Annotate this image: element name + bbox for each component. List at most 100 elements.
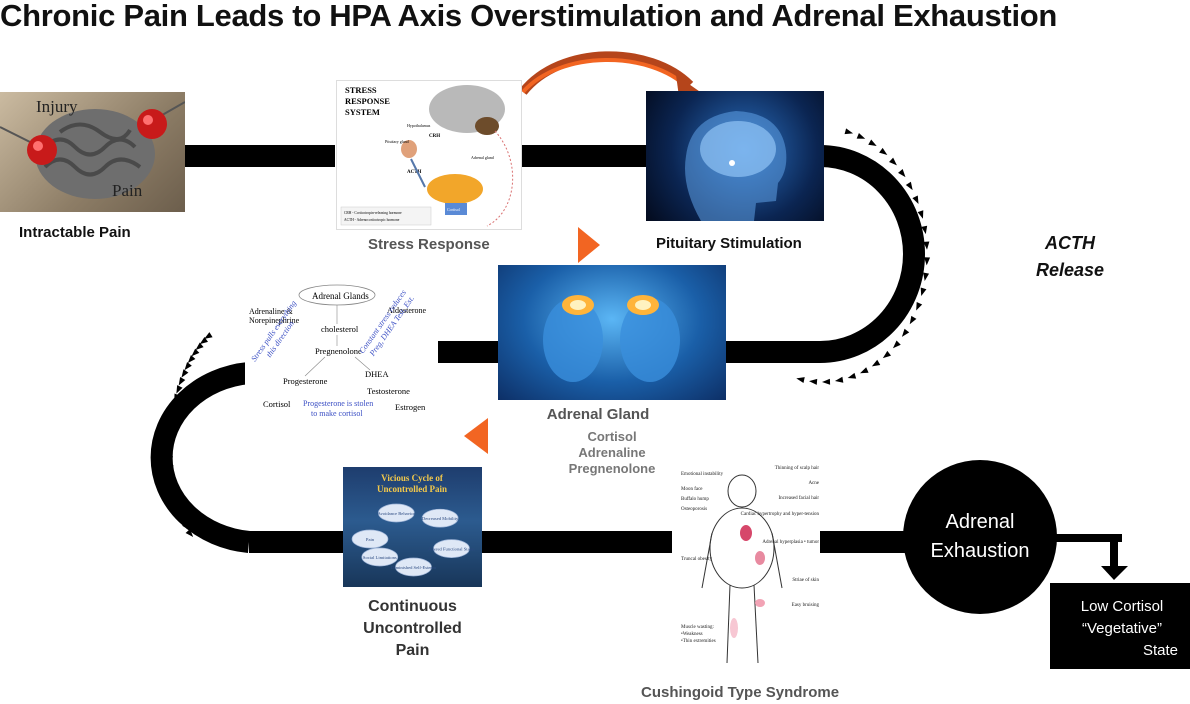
triangle-marker-icon <box>184 362 192 371</box>
svg-text:Aldosterone: Aldosterone <box>387 306 427 315</box>
svg-text:SYSTEM: SYSTEM <box>345 107 380 117</box>
triangle-marker-icon <box>170 410 177 420</box>
svg-text:CRH - Corticotropin-releasing: CRH - Corticotropin-releasing hormone <box>344 211 402 215</box>
triangle-marker-icon <box>169 482 176 492</box>
triangle-marker-icon-group-right <box>796 128 931 385</box>
triangle-marker-icon <box>912 195 919 205</box>
triangle-marker-icon <box>889 157 897 166</box>
cycle-node <box>377 503 415 523</box>
triangle-marker-icon <box>191 348 200 357</box>
adrenal-pathway-diagram: Adrenal Glands Adrenaline & Norepinephri… <box>245 282 437 422</box>
low-cortisol-label: Low Cortisol “Vegetative” State <box>1080 598 1178 659</box>
brain-glow-icon <box>700 121 776 177</box>
svg-text:Adrenaline &: Adrenaline & <box>249 307 294 316</box>
connector-arrowhead-icon <box>1101 566 1128 580</box>
triangle-marker-icon <box>892 340 901 349</box>
cycle-node <box>351 529 389 549</box>
cycle-node-label: Decreased Mobility <box>422 516 459 521</box>
adrenal-exhaustion-label: Adrenal Exhaustion <box>930 511 1030 562</box>
cycle-node-label: Diminished Self-Esteem <box>391 565 436 570</box>
svg-text:Norepinephrine: Norepinephrine <box>249 316 300 325</box>
triangle-marker-icon <box>178 514 186 524</box>
svg-text:to make cortisol: to make cortisol <box>311 409 363 418</box>
svg-text:Vicious Cycle of: Vicious Cycle of <box>381 473 444 483</box>
svg-text:Adrenal Glands: Adrenal Glands <box>312 291 369 301</box>
triangle-marker-icon <box>882 350 891 359</box>
low-cortisol-box <box>1050 583 1190 669</box>
path-segment-top-mid <box>520 145 648 167</box>
triangle-marker-icon <box>856 133 866 139</box>
pain-word: Pain <box>112 181 143 200</box>
triangle-marker-icon <box>924 257 931 266</box>
cycle-node <box>433 539 470 558</box>
triangle-marker-icon <box>871 359 881 367</box>
acth-release-label: ACTH Release <box>1035 233 1105 280</box>
triangle-marker-icon <box>204 332 213 339</box>
triangle-marker-icon <box>176 507 183 516</box>
triangle-marker-icon <box>182 522 190 531</box>
continuous-pain-label: Continuous Uncontrolled Pain <box>363 598 462 659</box>
diagram-title: Chronic Pain Leads to HPA Axis Overstimu… <box>0 0 1058 33</box>
triangle-marker-icon <box>178 377 186 386</box>
intractable-pain-label: Intractable Pain <box>19 224 131 241</box>
triangle-marker-icon <box>166 447 173 456</box>
svg-text:Progesterone: Progesterone <box>283 376 328 386</box>
triangle-marker-icon <box>847 372 857 379</box>
svg-text:CRH: CRH <box>429 134 440 139</box>
adrenal-exhaustion-circle <box>903 460 1057 614</box>
triangle-marker-icon <box>167 438 174 447</box>
triangle-marker-icon <box>921 225 928 235</box>
pituitary-image <box>646 91 824 221</box>
triangle-marker-icon <box>923 241 930 250</box>
triangle-marker-icon <box>920 287 927 297</box>
triangle-marker-icon <box>174 393 181 403</box>
triangle-marker-icon <box>868 139 877 147</box>
svg-text:DHEA: DHEA <box>365 369 389 379</box>
svg-text:cholesterol: cholesterol <box>321 324 359 334</box>
cycle-node-label: Social Limitations <box>363 555 397 560</box>
triangle-marker-icon <box>185 529 194 537</box>
cushingoid-annotation: Muscle wasting: <box>681 625 714 630</box>
cushingoid-annotation: Moon face <box>681 487 703 492</box>
cushingoid-annotation: Striae of skin <box>792 578 819 583</box>
triangle-marker-icon <box>796 377 805 383</box>
connector-horizontal <box>1050 534 1122 542</box>
path-segment-mid <box>438 341 500 363</box>
triangle-marker-icon <box>195 342 204 350</box>
stress-response-image: STRESS RESPONSE SYSTEM Hypothalamus CRH … <box>336 80 522 230</box>
triangle-marker-icon <box>181 369 189 378</box>
svg-text:Hypothalamus: Hypothalamus <box>407 123 431 128</box>
cycle-node-label: Altered Functional Status <box>428 547 475 552</box>
triangle-marker-icon <box>167 429 174 438</box>
svg-text:Cortisol: Cortisol <box>447 207 461 212</box>
svg-text:RESPONSE: RESPONSE <box>345 96 390 106</box>
cycle-node <box>361 547 399 567</box>
triangle-marker-icon <box>168 419 175 429</box>
cushingoid-annotation: •Thin extremities <box>681 639 716 644</box>
adrenal-hormone-list: Cortisol Adrenaline Pregnenolone <box>568 429 656 476</box>
svg-text:Adrenal gland: Adrenal gland <box>471 155 494 160</box>
triangle-marker-icon <box>901 328 910 337</box>
cushingoid-annotation: Adrenal hyperplasia • tumor <box>762 540 819 545</box>
svg-text:Pregnenolone: Pregnenolone <box>315 346 362 356</box>
triangle-marker-icon <box>834 376 844 383</box>
path-segment-bottom-2 <box>482 531 672 553</box>
triangle-marker-icon <box>879 147 888 155</box>
triangle-marker-icon <box>173 499 180 508</box>
play-arrow-left-icon <box>464 418 488 454</box>
path-segment-bottom-1 <box>249 531 344 553</box>
cushingoid-annotation: Osteoporosis <box>681 507 707 512</box>
cushingoid-annotation: Acne <box>808 481 819 486</box>
pituitary-label: Pituitary Stimulation <box>656 235 802 252</box>
triangle-marker-icon <box>171 490 178 500</box>
cushingoid-annotation: Buffalo hump <box>681 497 709 502</box>
cushingoid-label: Cushingoid Type Syndrome <box>641 684 840 701</box>
injury-word: Injury <box>36 97 78 116</box>
triangle-marker-icon <box>860 367 869 374</box>
cushingoid-annotation: Increased facial hair <box>778 496 819 501</box>
triangle-marker-icon <box>187 355 196 363</box>
